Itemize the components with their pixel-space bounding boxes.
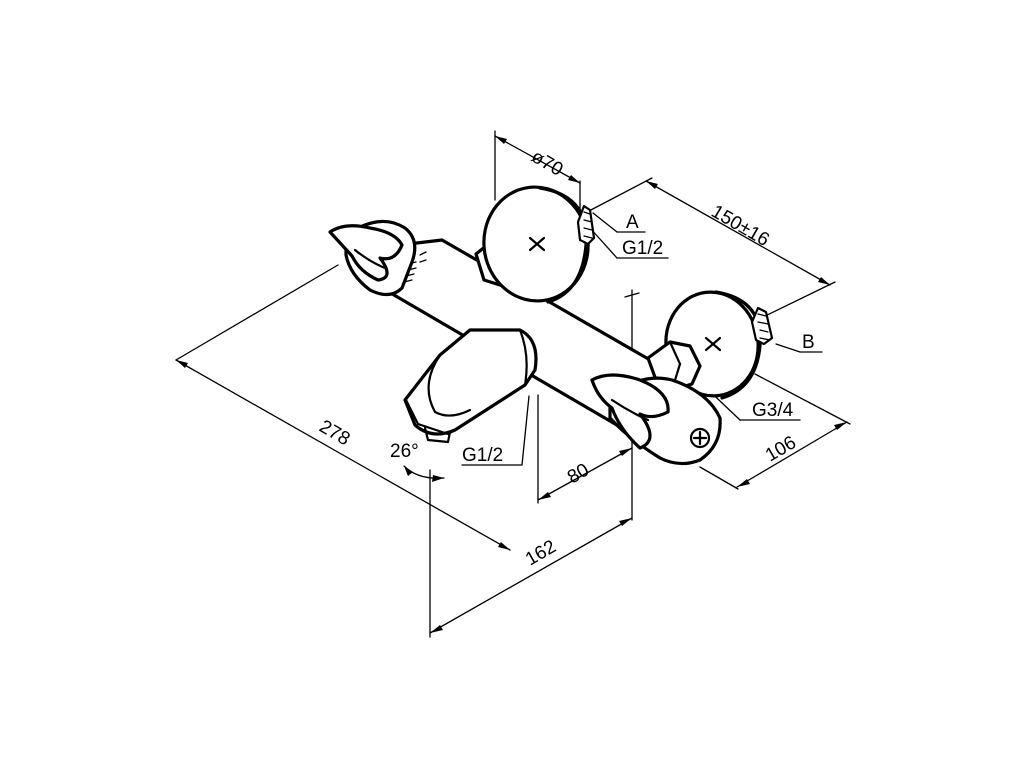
label-g12-top: G1/2 [622,238,663,259]
left-handle [328,219,417,297]
dim-d70: ø70 [528,146,567,181]
spout [403,328,538,444]
dim-d278: 278 [316,416,354,450]
label-g12-spout: G1/2 [462,445,503,466]
label-g34: G3/4 [752,400,794,421]
dim-d150: 150±16 [708,201,773,251]
upper-eccentric [474,185,596,304]
label-b: B [802,332,815,353]
dim-d106: 106 [762,432,800,466]
dim-d80: 80 [564,460,593,489]
dimension-lines [175,130,851,638]
dim-d162: 162 [522,536,560,570]
dim-d26: 26° [390,441,419,462]
label-a: A [626,212,639,233]
right-handle [590,373,722,466]
